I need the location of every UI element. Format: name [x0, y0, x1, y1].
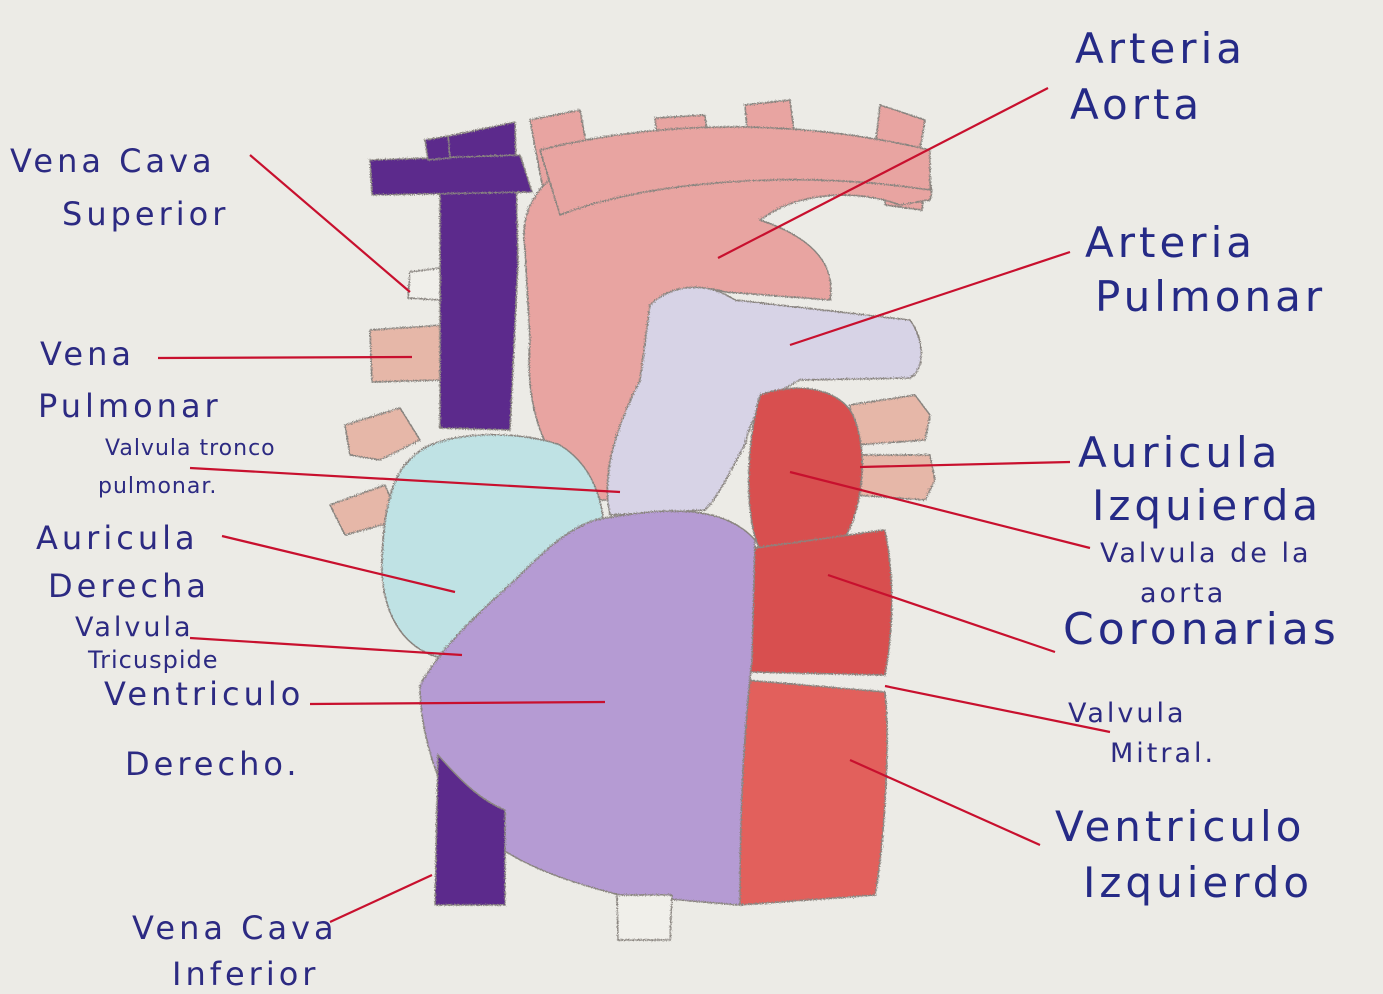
pulmonary-vein-left-upper — [345, 408, 420, 460]
label-pulmonary-valve-line1: Valvula tronco — [105, 438, 276, 460]
label-coronaries: Coronarias — [1063, 608, 1340, 652]
label-right-ventricle-line2: Derecho. — [125, 748, 301, 780]
label-pulmonary-valve-line2: pulmonar. — [98, 476, 217, 498]
label-left-atrium-line2: Izquierda — [1092, 485, 1322, 527]
label-vena-cava-superior-line1: Vena Cava — [10, 145, 216, 177]
label-vena-cava-inferior-line1: Vena Cava — [132, 912, 338, 944]
label-aorta-line1: Arteria — [1075, 28, 1246, 70]
label-mitral-valve-line1: Valvula — [1068, 700, 1187, 727]
label-pulmonary-vein-line1: Vena — [40, 338, 135, 370]
label-pulmonary-vein-line2: Pulmonar — [38, 390, 222, 422]
label-pulmonary-artery-line1: Arteria — [1085, 222, 1256, 264]
leader-pulmonary-artery — [790, 252, 1070, 345]
label-right-ventricle-line1: Ventriculo — [104, 678, 304, 710]
label-vena-cava-superior-line2: Superior — [62, 198, 229, 230]
label-left-ventricle-line2: Izquierdo — [1083, 862, 1313, 904]
label-pulmonary-artery-line2: Pulmonar — [1095, 276, 1326, 318]
pulmonary-vein-left-branch — [370, 325, 445, 382]
label-tricuspid-valve-line1: Valvula — [75, 614, 194, 641]
label-right-atrium-line1: Auricula — [36, 522, 199, 554]
leader-pulmonary-vein — [158, 357, 412, 358]
label-left-ventricle-line1: Ventriculo — [1055, 806, 1305, 848]
left-ventricle — [734, 680, 887, 905]
label-tricuspid-valve-line2: Tricuspide — [88, 648, 218, 672]
svc-stub — [408, 268, 440, 300]
label-right-atrium-line2: Derecha — [48, 570, 210, 602]
left-atrium — [749, 388, 862, 550]
label-aorta-line2: Aorta — [1070, 84, 1203, 126]
superior-vena-cava-cap — [370, 155, 532, 195]
label-vena-cava-inferior-line2: Inferior — [172, 958, 319, 990]
ivc-stub — [617, 895, 672, 940]
coronary-band — [748, 530, 892, 675]
label-aortic-valve-line2: aorta — [1140, 580, 1226, 607]
pulmonary-vein-right-upper — [850, 395, 930, 445]
superior-vena-cava-top — [425, 136, 450, 160]
label-aortic-valve-line1: Valvula de la — [1100, 540, 1312, 567]
leader-vena-cava-inferior — [330, 875, 432, 922]
label-left-atrium-line1: Auricula — [1078, 432, 1281, 474]
label-mitral-valve-line2: Mitral. — [1110, 740, 1216, 767]
